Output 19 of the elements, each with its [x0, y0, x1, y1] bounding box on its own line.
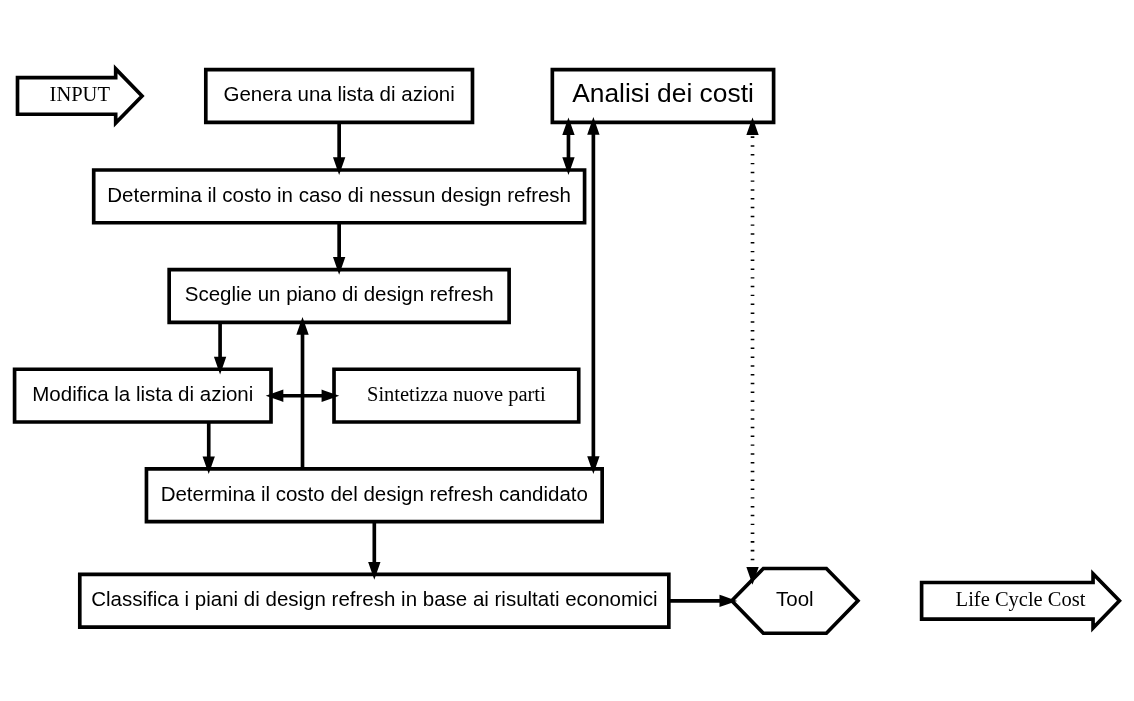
- arrow: [587, 116, 600, 474]
- arrow: [669, 594, 738, 607]
- node-box: Genera una lista di azioni: [203, 67, 475, 124]
- node-box: Classifica i piani di design refresh in base ai risultati economici: [77, 572, 671, 629]
- arrow: [296, 316, 309, 469]
- arrow: [746, 116, 759, 585]
- arrow: [332, 122, 346, 175]
- arrow: [368, 521, 381, 580]
- node-box: Modifica la lista di azioni: [12, 366, 273, 424]
- arrow: [213, 322, 227, 374]
- node-box: Analisi dei costi: [550, 67, 776, 124]
- arrow: [202, 421, 215, 474]
- arrow: [562, 116, 575, 175]
- node-box: Sintetizza nuove parti: [332, 366, 581, 424]
- node-box: Determina il costo del design refresh candidato: [144, 466, 604, 523]
- node-box: Determina il costo in caso di nessun design refresh: [91, 167, 587, 225]
- arrow: [265, 389, 340, 402]
- node-box: Sceglie un piano di design refresh: [167, 267, 511, 324]
- arrow: [332, 222, 346, 275]
